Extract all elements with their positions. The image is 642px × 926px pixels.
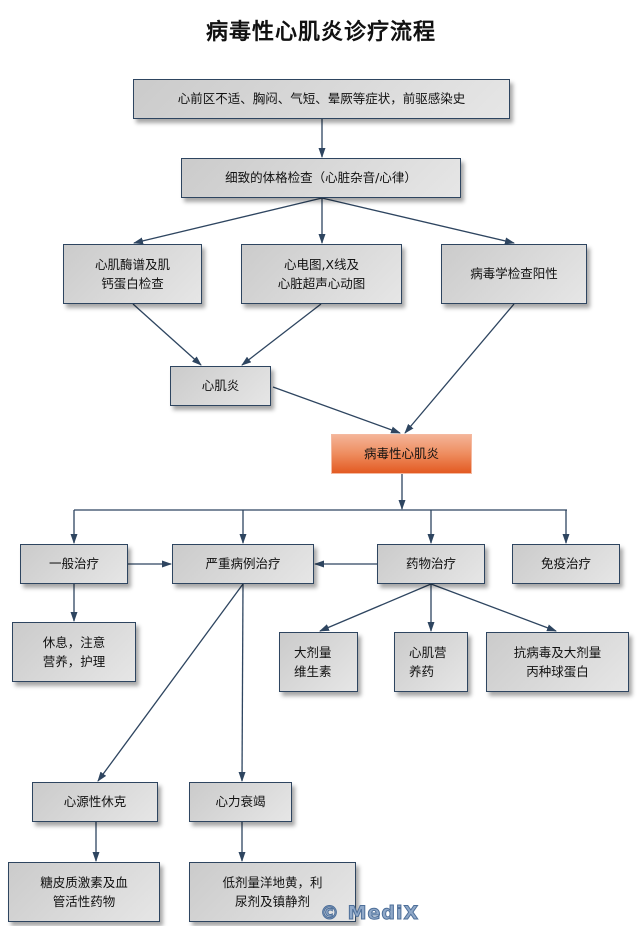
node-physical-exam: 细致的体格检查（心脏杂音/心律） xyxy=(181,158,461,198)
edge-exam-enzymes xyxy=(133,197,323,245)
node-severe-treatment: 严重病例治疗 xyxy=(172,544,314,584)
edge-exam-virology xyxy=(321,197,515,245)
node-myocarditis: 心肌炎 xyxy=(170,366,271,406)
node-virology: 病毒学检查阳性 xyxy=(441,244,587,304)
node-cardiogenic-shock: 心源性休克 xyxy=(32,782,158,822)
node-antiviral: 抗病毒及大剂量 丙种球蛋白 xyxy=(486,632,629,692)
node-rest-nutrition: 休息，注意 营养，护理 xyxy=(12,622,136,682)
edge-severe-hf xyxy=(238,583,246,782)
edge-virology-viral xyxy=(404,303,515,434)
node-steroids: 糖皮质激素及血 管活性药物 xyxy=(8,862,160,922)
edge-drug-vitc xyxy=(319,583,432,632)
node-symptoms: 心前区不适、胸闷、气短、晕厥等症状，前驱感染史 xyxy=(133,79,510,119)
edge-ecg-myocarditis xyxy=(241,303,322,366)
edge-drug-antiviral xyxy=(430,583,557,632)
edge-enzymes-myocarditis xyxy=(132,303,202,366)
node-digitalis: 低剂量洋地黄，利 尿剂及镇静剂 xyxy=(189,862,356,922)
node-heart-failure: 心力衰竭 xyxy=(189,782,292,822)
node-ecg: 心电图,X线及 心脏超声心动图 xyxy=(241,244,402,304)
node-myocardial-nutrition: 心肌营 养药 xyxy=(394,632,468,692)
node-drug-treatment: 药物治疗 xyxy=(377,544,485,584)
node-enzymes: 心肌酶谱及肌 钙蛋白检查 xyxy=(63,244,202,304)
edge-severe-shock xyxy=(97,583,244,782)
node-general-treatment: 一般治疗 xyxy=(20,544,128,584)
page-title: 病毒性心肌炎诊疗流程 xyxy=(205,20,436,45)
node-viral-myocarditis: 病毒性心肌炎 xyxy=(331,434,472,474)
node-vitamin-c: 大剂量 维生素 xyxy=(279,632,358,692)
edge-myocarditis-viral xyxy=(272,386,401,434)
watermark: © MediX xyxy=(319,902,420,925)
node-immune-treatment: 免疫治疗 xyxy=(512,544,620,584)
